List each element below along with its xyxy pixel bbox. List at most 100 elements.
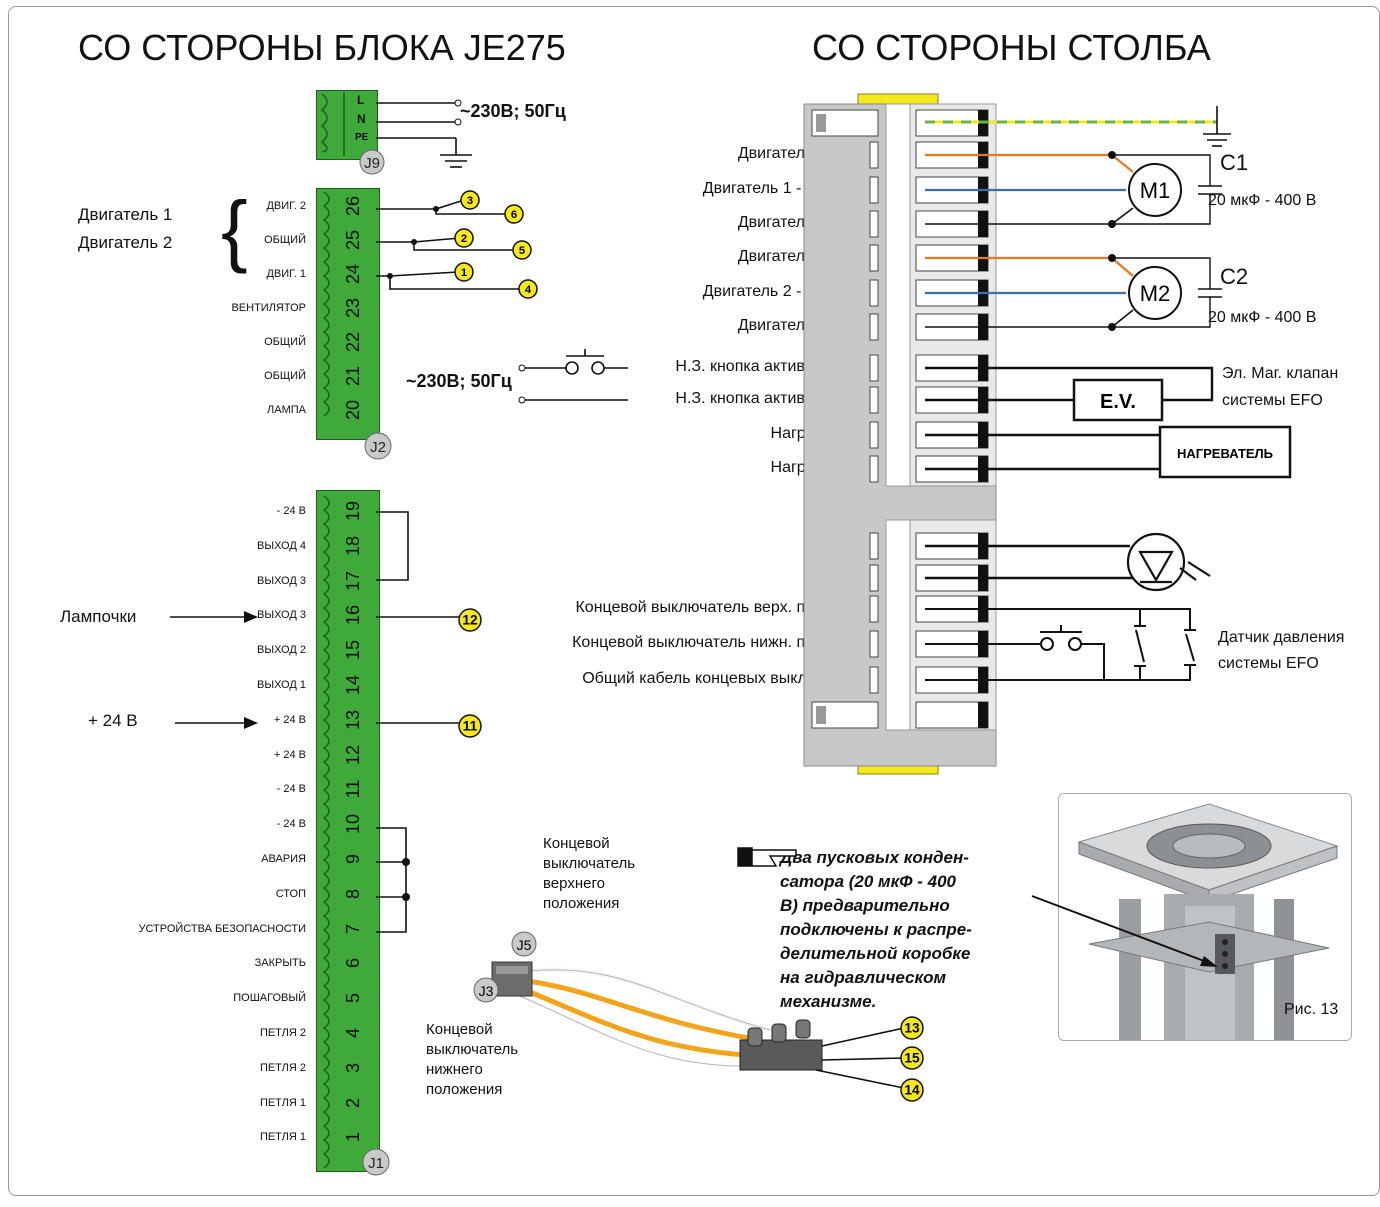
j1-pin-number: 12 [343, 744, 363, 765]
j1-pin-name: УСТРОЙСТВА БЕЗОПАСНОСТИ [138, 922, 306, 935]
j2-pin-number: 26 [343, 195, 363, 217]
motors-label-2: Двигатель 2 [78, 233, 173, 252]
terminal-label: Двигатель 1 - Фаза [737, 214, 878, 231]
j1-pin-number: 6 [343, 958, 363, 969]
terminal-number: ⑧ [889, 389, 907, 409]
j2-pin-number: 23 [343, 297, 363, 319]
c2-label: C2 [1220, 264, 1249, 289]
j1-pin-number: 3 [343, 1062, 363, 1073]
pressure-label-1: Датчик давления [1218, 629, 1345, 646]
j1-pin-name: ВЫХОД 3 [257, 609, 306, 622]
c2-value: 20 мкФ - 400 В [1208, 309, 1317, 326]
j2-pin-name: ЛАМПА [267, 404, 306, 416]
j2-pin-name: ОБЩИЙ [264, 370, 306, 382]
j1-pin-number: 15 [343, 640, 363, 661]
j1-pin-name: ЗАКРЫТЬ [254, 957, 306, 970]
j2-pin-number: 24 [343, 263, 363, 285]
j1-pin-name: ПОШАГОВЫЙ [233, 992, 306, 1005]
j1-pin-name: + 24 В [273, 713, 306, 726]
j1-pin-number: 9 [343, 854, 363, 865]
j9-pin-pe: PE [355, 132, 369, 143]
j1-pin-number: 5 [343, 993, 363, 1004]
terminal-number: ⑨ [889, 424, 907, 444]
terminal-number: ⑤ [889, 282, 907, 302]
j1-pin-number: 17 [343, 570, 363, 591]
j1-pin-number: 13 [343, 709, 363, 730]
j1-pin-number: 19 [343, 500, 363, 522]
limit-bottom-label: Концевой выключатель нижнего положения [426, 1021, 519, 1098]
j1-pin-name: + 24 В [273, 748, 306, 761]
motors-label-1: Двигатель 1 [78, 205, 173, 224]
terminal-number: ② [889, 179, 907, 199]
j2-pin-name: ДВИГ. 1 [266, 268, 306, 280]
j1-pin-number: 1 [343, 1132, 363, 1143]
left-title: СО СТОРОНЫ БЛОКА JE275 [78, 27, 566, 68]
terminal-number: ⑥ [889, 316, 907, 336]
ev-label-2: системы EFO [1222, 392, 1323, 409]
terminal-number: ⑯ [889, 704, 907, 724]
terminal-label: Общий кабель концевых выключателей [582, 670, 878, 687]
j1-pin-number: 11 [343, 780, 363, 799]
j9-supply-label: ~230В; 50Гц [460, 101, 566, 121]
j2-pin-name: ДВИГ. 2 [266, 200, 306, 212]
terminal-number: ⑭ [889, 633, 907, 653]
j1-pin-number: 7 [343, 923, 363, 934]
j1-pin-number: 4 [343, 1028, 363, 1039]
j2-pin-number: 25 [343, 229, 363, 251]
j1-pin-name: - 24 В [276, 783, 306, 796]
j1-pin-name: ПЕТЛЯ 2 [259, 1061, 306, 1074]
j1-pin-name: - 24 В [276, 505, 306, 517]
figure-label: Рис. 13 [1284, 1001, 1339, 1018]
terminal-label: Двигатель 2 - Фаза [737, 248, 878, 265]
j1-pin-name: ПЕТЛЯ 1 [259, 1096, 306, 1109]
terminal-label: Двигатель 1 - Фаза [737, 145, 878, 162]
capacitor-note: Два пусковых конден- сатора (20 мкФ - 40… [780, 848, 972, 1011]
plus24-arrow-label: + 24 В [88, 711, 138, 730]
terminal-number: ⑮ [889, 669, 907, 689]
j1-pin-name: - 24 В [276, 818, 306, 831]
j1-pin-name: ВЫХОД 2 [257, 644, 306, 657]
terminal-number: ⑦ [889, 357, 907, 377]
c1-value: 20 мкФ - 400 В [1208, 192, 1317, 209]
j1-pin-name: ВЫХОД 1 [257, 679, 306, 691]
pressure-label-2: системы EFO [1218, 655, 1319, 672]
j2-pin-number: 21 [343, 365, 363, 387]
j1-pin-name: ПЕТЛЯ 2 [259, 1027, 306, 1039]
c1-label: C1 [1220, 150, 1249, 175]
terminal-label: Концевой выключатель верх. положения [575, 599, 878, 616]
limit-top-label: Концевой выключатель верхнего положения [543, 835, 636, 912]
j1-pin-name: СТОП [275, 887, 306, 900]
terminal-number: ⑪ [889, 535, 907, 555]
j9-pin-l: L [357, 93, 365, 107]
j9-connector [316, 90, 378, 160]
j1-pin-name: ВЫХОД 4 [257, 539, 306, 552]
j1-pin-number: 10 [343, 814, 363, 835]
terminal-label: + 24 В [831, 536, 878, 553]
j1-pin-number: 16 [343, 605, 363, 626]
terminal-number: ③ [889, 213, 907, 233]
terminal-number: ④ [889, 247, 907, 267]
j2-pin-number: 22 [343, 331, 363, 353]
j1-pin-number: 2 [343, 1097, 363, 1108]
j2-pin-number: 20 [343, 399, 363, 421]
j2-pin-name: ОБЩИЙ [264, 336, 306, 348]
terminal-label: Н.З. кнопка активации EFO [675, 390, 878, 407]
j1-pin-number: 14 [343, 674, 363, 696]
j1-pin-number: 8 [343, 888, 363, 899]
j2-pin-name: ОБЩИЙ [264, 234, 306, 246]
terminal-label: Н.З. кнопка активации EFO [675, 358, 878, 375]
motors-brace: { [221, 185, 248, 274]
terminal-number: ① [889, 144, 907, 164]
j1-pin-name: АВАРИЯ [261, 853, 306, 865]
terminal-label: Нагреватель 2 [770, 459, 878, 476]
j1-pin-name: ВЫХОД 3 [257, 574, 306, 587]
terminal-label: Концевой выключатель нижн. положения [572, 634, 878, 651]
terminal-label: Двигатель 2 - Нейтраль [702, 283, 878, 300]
terminal-number: ⑬ [889, 598, 907, 618]
j1-pin-number: 18 [343, 535, 363, 556]
ev-label-1: Эл. Маг. клапан [1222, 365, 1339, 382]
terminal-number: ⑩ [889, 458, 907, 478]
terminal-number: ⑫ [889, 567, 907, 587]
terminal-label: Лампочки [806, 568, 878, 585]
right-title: СО СТОРОНЫ СТОЛБА [812, 27, 1211, 68]
